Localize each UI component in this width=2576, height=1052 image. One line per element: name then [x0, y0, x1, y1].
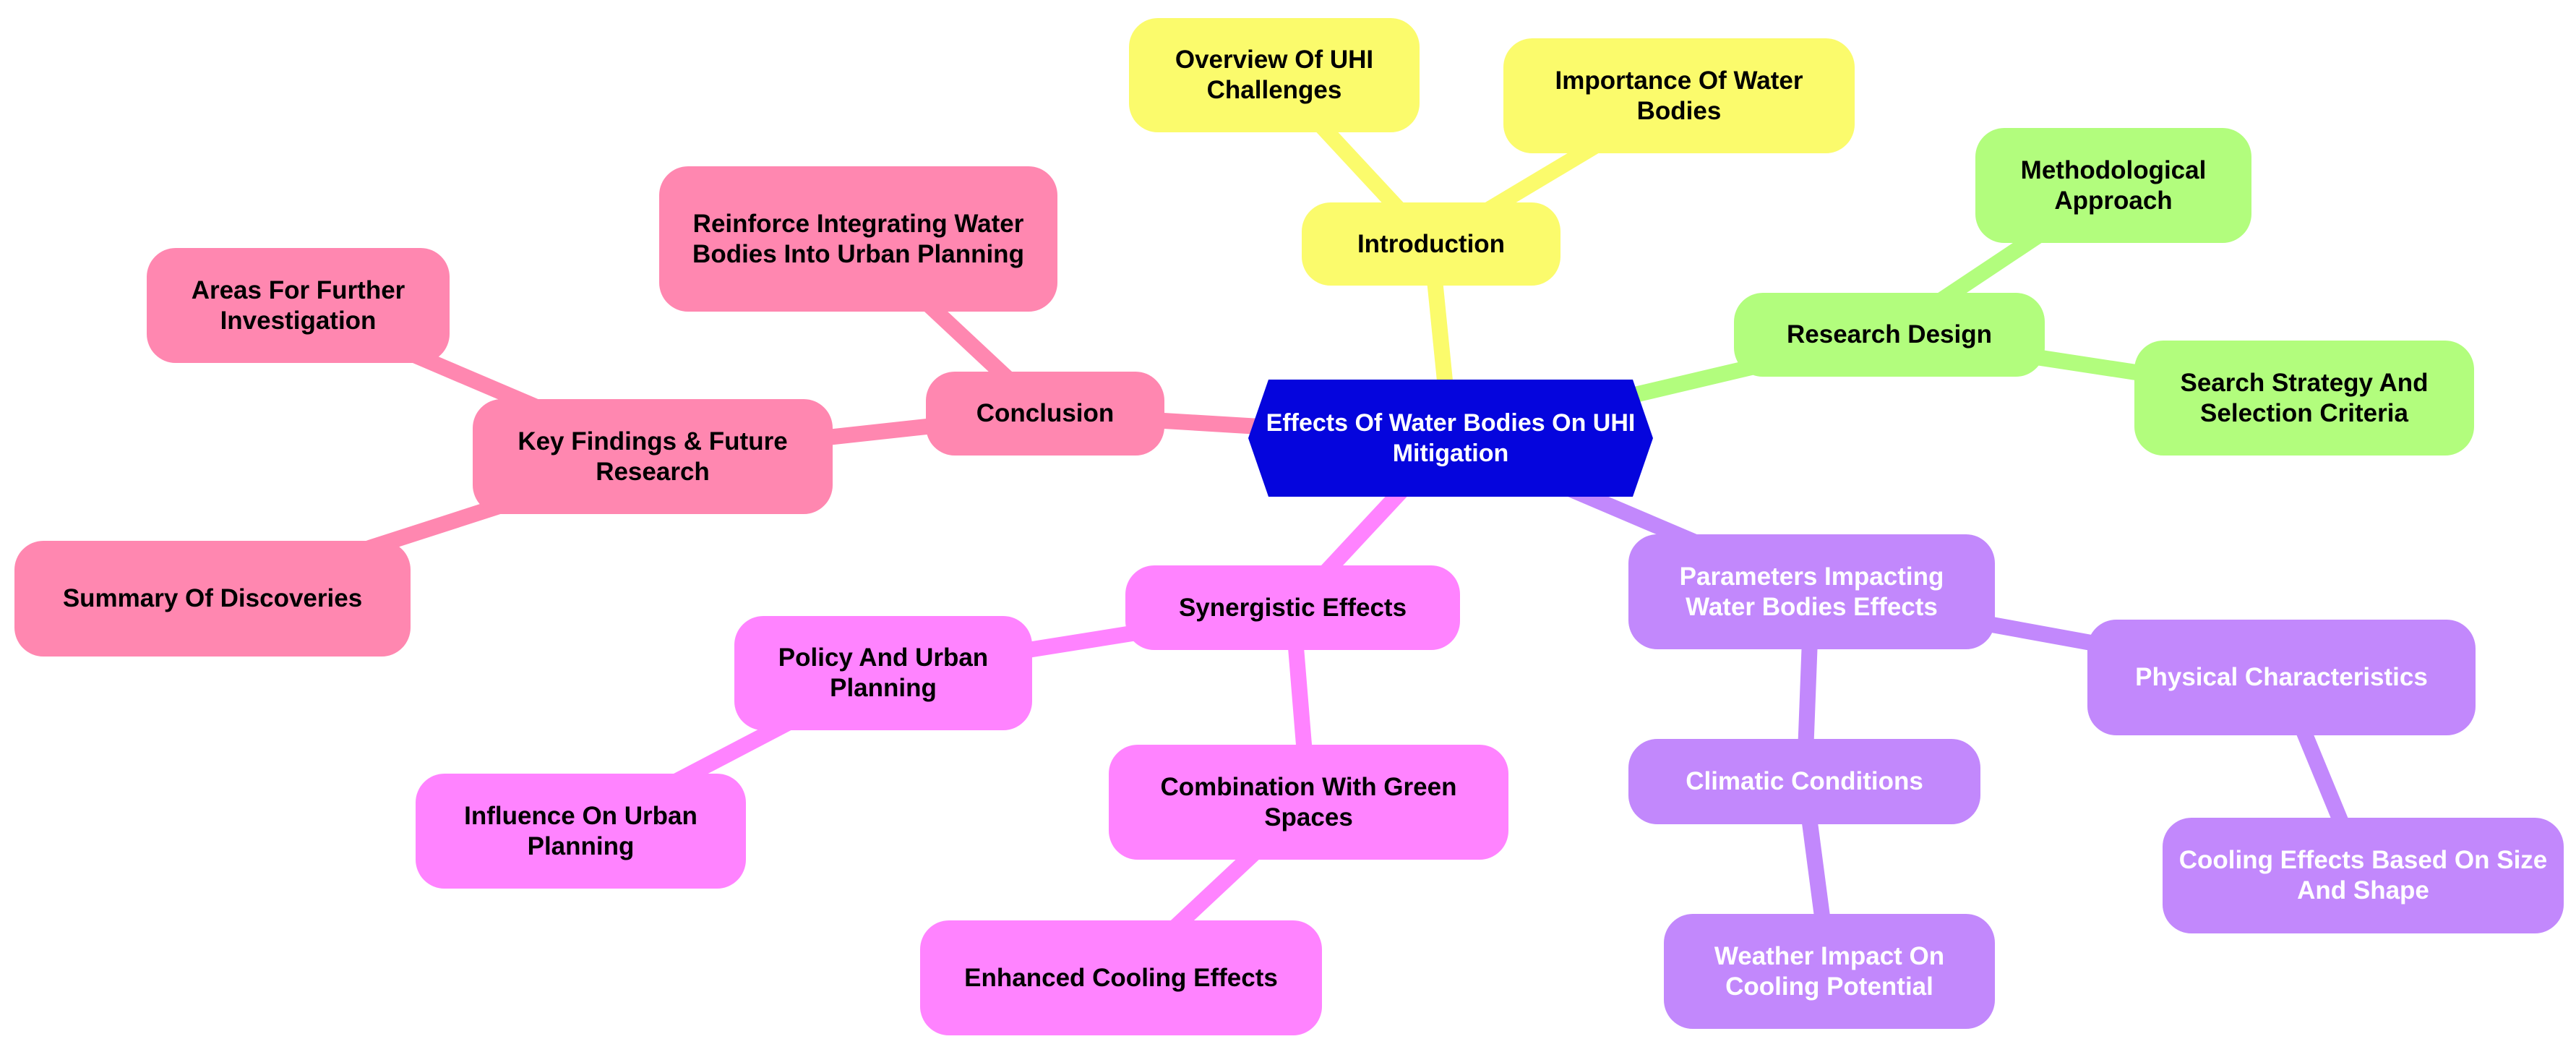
subtopic-cooling-size-shape[interactable]: Cooling Effects Based On Size And Shape: [2163, 818, 2564, 933]
subtopic-areas-further-investigation-label: Areas For Further Investigation: [191, 275, 405, 335]
topic-conclusion[interactable]: Conclusion: [926, 372, 1164, 456]
subtopic-influence-urban-planning-label: Influence On Urban Planning: [464, 801, 697, 860]
topic-synergistic-effects[interactable]: Synergistic Effects: [1125, 565, 1460, 650]
subtopic-importance-water-label: Importance Of Water Bodies: [1555, 66, 1803, 125]
topic-synergistic-effects-label: Synergistic Effects: [1178, 593, 1407, 622]
subtopic-influence-urban-planning[interactable]: Influence On Urban Planning: [416, 774, 746, 889]
subtopic-summary-discoveries[interactable]: Summary Of Discoveries: [14, 541, 411, 657]
topic-introduction-label: Introduction: [1357, 229, 1506, 258]
subtopic-policy-urban-planning[interactable]: Policy And Urban Planning: [734, 616, 1032, 730]
subtopic-search-strategy[interactable]: Search Strategy And Selection Criteria: [2134, 341, 2474, 456]
subtopic-enhanced-cooling-label: Enhanced Cooling Effects: [964, 963, 1278, 992]
subtopic-weather-impact[interactable]: Weather Impact On Cooling Potential: [1664, 914, 1995, 1029]
topic-research-design-label: Research Design: [1786, 320, 1993, 348]
central-topic-label: Effects Of Water Bodies On UHI Mitigatio…: [1266, 409, 1636, 467]
subtopic-methodological-approach[interactable]: Methodological Approach: [1975, 128, 2251, 243]
subtopic-policy-urban-planning-label: Policy And Urban Planning: [778, 643, 989, 702]
subtopic-areas-further-investigation[interactable]: Areas For Further Investigation: [147, 248, 450, 363]
subtopic-climatic-conditions[interactable]: Climatic Conditions: [1628, 739, 1980, 824]
subtopic-summary-discoveries-label: Summary Of Discoveries: [62, 584, 363, 612]
topic-introduction[interactable]: Introduction: [1302, 202, 1560, 286]
subtopic-climatic-conditions-label: Climatic Conditions: [1686, 767, 1923, 795]
subtopic-enhanced-cooling[interactable]: Enhanced Cooling Effects: [920, 920, 1322, 1035]
subtopic-overview-uhi[interactable]: Overview Of UHI Challenges: [1129, 18, 1420, 132]
central-topic[interactable]: Effects Of Water Bodies On UHI Mitigatio…: [1248, 380, 1653, 497]
topic-research-design[interactable]: Research Design: [1734, 293, 2045, 377]
subtopic-weather-impact-label: Weather Impact On Cooling Potential: [1714, 941, 1945, 1001]
subtopic-green-spaces[interactable]: Combination With Green Spaces: [1109, 745, 1508, 860]
topic-conclusion-label: Conclusion: [976, 399, 1115, 427]
subtopic-reinforce-integrating[interactable]: Reinforce Integrating Water Bodies Into …: [659, 166, 1057, 312]
subtopic-overview-uhi-label: Overview Of UHI Challenges: [1175, 46, 1374, 104]
subtopic-importance-water[interactable]: Importance Of Water Bodies: [1503, 38, 1855, 153]
subtopic-key-findings-label: Key Findings & Future Research: [518, 427, 788, 486]
topic-parameters-label: Parameters Impacting Water Bodies Effect…: [1679, 562, 1944, 621]
subtopic-physical-characteristics[interactable]: Physical Characteristics: [2087, 620, 2476, 735]
subtopic-physical-characteristics-label: Physical Characteristics: [2135, 663, 2428, 691]
subtopic-cooling-size-shape-label: Cooling Effects Based On Size And Shape: [2178, 846, 2548, 905]
subtopic-reinforce-integrating-label: Reinforce Integrating Water Bodies Into …: [692, 209, 1024, 268]
subtopic-methodological-approach-label: Methodological Approach: [2020, 155, 2207, 215]
topic-parameters[interactable]: Parameters Impacting Water Bodies Effect…: [1628, 534, 1995, 649]
subtopic-key-findings[interactable]: Key Findings & Future Research: [473, 399, 833, 514]
subtopic-green-spaces-label: Combination With Green Spaces: [1160, 772, 1457, 831]
subtopic-search-strategy-label: Search Strategy And Selection Criteria: [2180, 368, 2429, 427]
